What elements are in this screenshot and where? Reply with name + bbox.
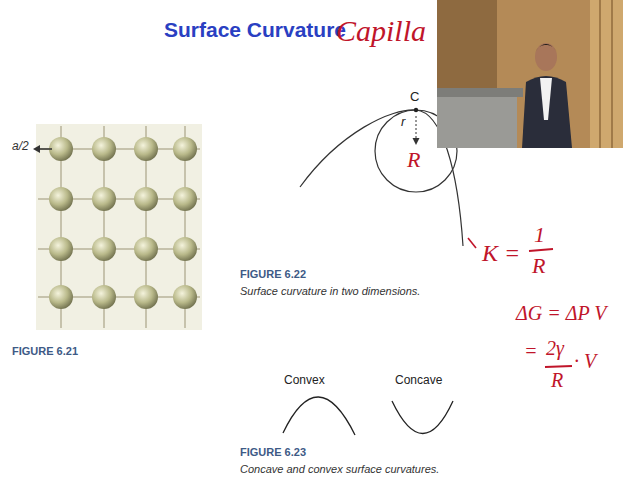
- atom: [134, 137, 158, 161]
- handwritten-note-wrap: · V: [574, 350, 596, 373]
- handwritten-note: ΔG = ΔP V: [516, 302, 607, 324]
- atom: [173, 285, 197, 309]
- radius-arrow: [416, 116, 417, 140]
- handwritten-note-wrap: ΔG = ΔP V: [516, 302, 607, 325]
- handwritten-note: K =: [482, 240, 520, 266]
- tick-mark: [468, 238, 476, 248]
- atom: [49, 137, 73, 161]
- figure-number: FIGURE 6.22: [240, 268, 306, 280]
- atom: [134, 285, 158, 309]
- handwritten-note: 2γ: [546, 337, 564, 359]
- handwritten-note-wrap: R: [407, 147, 420, 172]
- handwritten-note: R: [532, 253, 545, 278]
- atom-grid: [38, 126, 200, 328]
- video-inset: [437, 0, 623, 148]
- slide-title: Surface Curvature: [164, 18, 346, 41]
- curve-label-wrap: Concave: [395, 374, 442, 388]
- handwritten-note: 1: [534, 222, 545, 247]
- atom: [49, 285, 73, 309]
- figure-caption-wrap: Surface curvature in two dimensions.: [240, 285, 420, 298]
- arrowhead: [413, 138, 420, 145]
- slide-title-wrap: Surface Curvature: [164, 18, 346, 42]
- concave-curve: [392, 401, 453, 434]
- handwritten-note-wrap: R: [532, 253, 545, 278]
- radius-label: r: [401, 114, 405, 129]
- handwritten-note-wrap: Capilla: [336, 14, 426, 49]
- figure-caption: Concave and convex surface curvatures.: [240, 463, 439, 475]
- handwritten-note-wrap: 2γ: [546, 337, 564, 360]
- figure-number-wrap: FIGURE 6.23: [240, 446, 306, 459]
- handwritten-note: R: [551, 369, 563, 391]
- handwritten-note: =: [524, 340, 538, 362]
- atom: [92, 137, 116, 161]
- dimension-label-wrap: a/2: [12, 140, 29, 154]
- handwritten-note: · V: [574, 350, 596, 372]
- handwritten-note: Capilla: [336, 14, 426, 47]
- curve-label: Convex: [284, 373, 325, 387]
- figure-number: FIGURE 6.21: [12, 345, 78, 357]
- point: [414, 108, 418, 112]
- curve-label-wrap: Convex: [284, 374, 325, 388]
- handwritten-note-wrap: 1: [534, 222, 545, 247]
- figure-number: FIGURE 6.23: [240, 446, 306, 458]
- handwritten-note: R: [407, 147, 420, 172]
- figure-number-wrap: FIGURE 6.21: [12, 345, 78, 358]
- handwritten-note-wrap: K =: [482, 240, 520, 268]
- handwritten-note-wrap: R: [551, 369, 563, 392]
- arrowhead: [33, 145, 40, 153]
- dimension-label: a/2: [12, 139, 29, 153]
- atom: [134, 237, 158, 261]
- figure-caption: Surface curvature in two dimensions.: [240, 285, 420, 297]
- atom: [173, 237, 197, 261]
- atom: [173, 187, 197, 211]
- figure-caption-wrap: Concave and convex surface curvatures.: [240, 463, 439, 476]
- atom: [134, 187, 158, 211]
- atom: [173, 137, 197, 161]
- atom: [92, 285, 116, 309]
- point-label-wrap: C: [410, 90, 419, 105]
- convex-curve: [283, 397, 355, 435]
- curve-label: Concave: [395, 373, 442, 387]
- fraction-bar: [545, 366, 572, 367]
- radius-label-wrap: r: [401, 115, 405, 130]
- fraction-bar: [529, 249, 553, 251]
- atom: [49, 237, 73, 261]
- atom: [92, 237, 116, 261]
- point-label: C: [410, 89, 419, 104]
- atom: [49, 187, 73, 211]
- figure-number-wrap: FIGURE 6.22: [240, 268, 306, 281]
- handwritten-note-wrap: =: [524, 340, 538, 363]
- figure-ground: [36, 124, 202, 330]
- atom: [92, 187, 116, 211]
